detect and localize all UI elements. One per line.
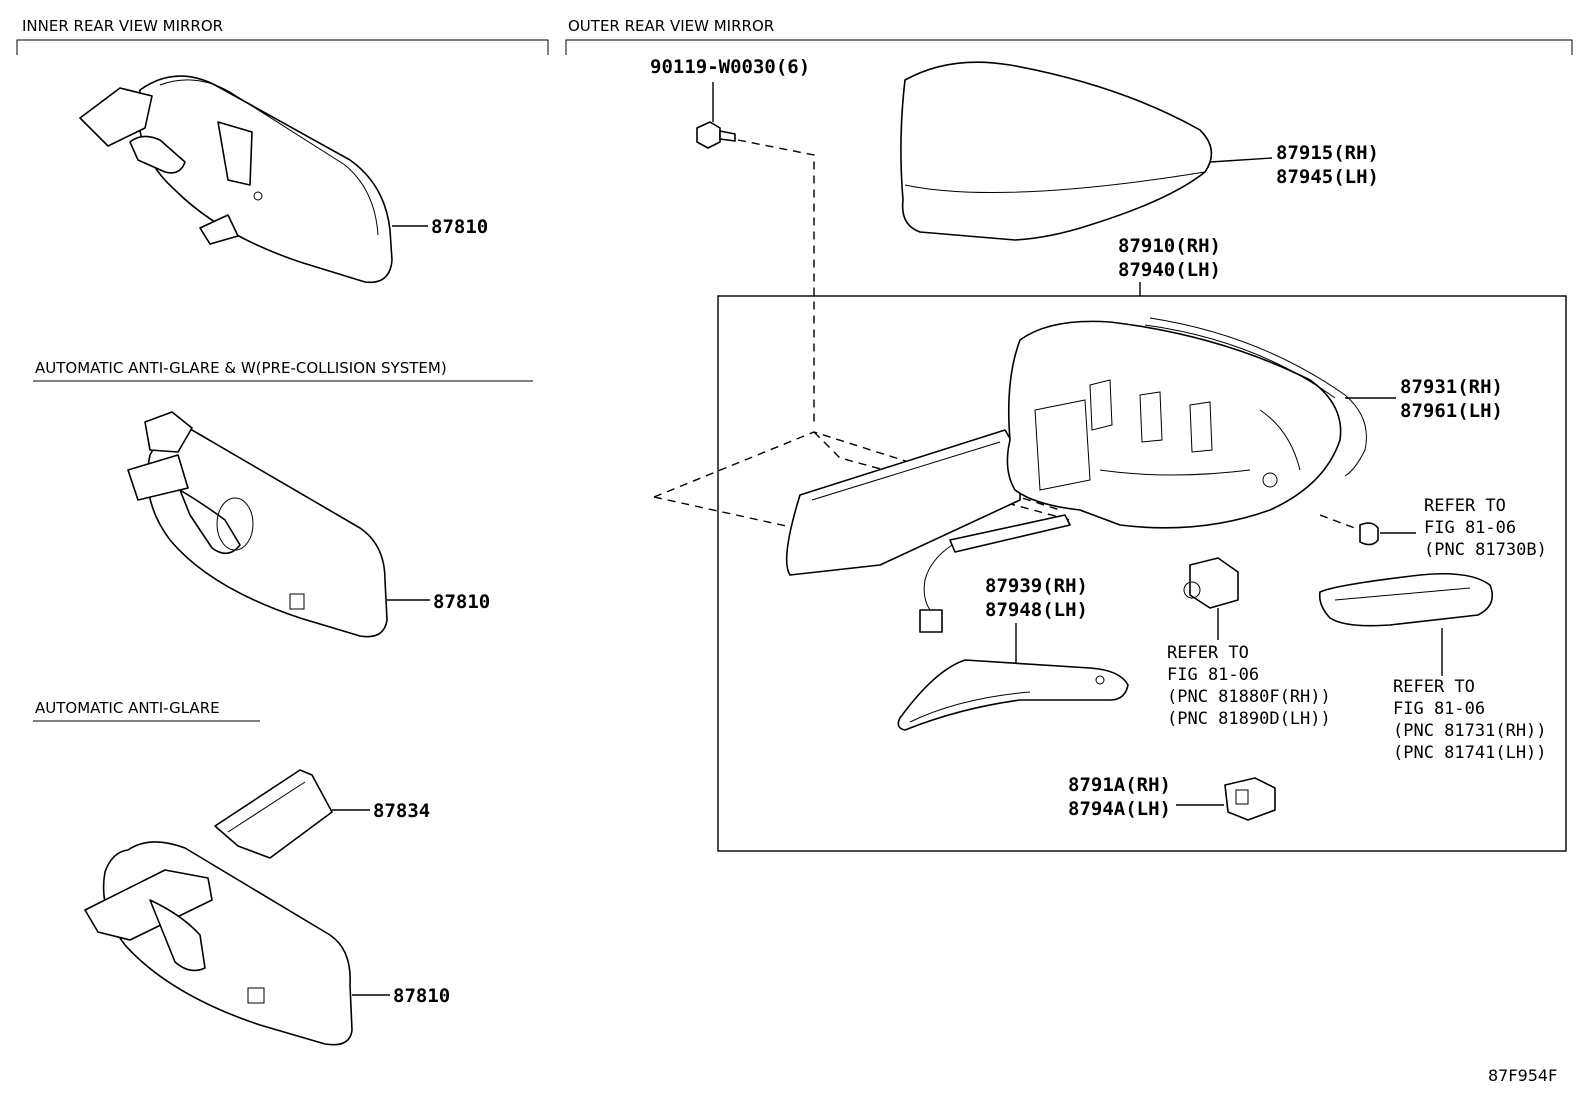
figure-code: 87F954F <box>1488 1066 1557 1085</box>
inner-bracket <box>16 39 549 55</box>
mirror-cover: 87915(RH) 87945(LH) <box>900 61 1379 241</box>
part-number-sensor-lh: 8794A(LH) <box>1068 798 1171 820</box>
bulb-group: REFER TO FIG 81-06 (PNC 81730B) <box>1319 496 1547 560</box>
signal-ref-line-1: REFER TO <box>1393 677 1475 697</box>
part-number-cover-rh: 87915(RH) <box>1276 142 1379 164</box>
camera-group: REFER TO FIG 81-06 (PNC 81880F(RH)) (PNC… <box>1167 557 1331 729</box>
inner-mirror-1: 87810 <box>79 75 488 284</box>
part-number-87810-a: 87810 <box>431 216 488 238</box>
part-number-assy-rh: 87910(RH) <box>1118 235 1221 257</box>
camera-ref-line-2: FIG 81-06 <box>1167 665 1259 685</box>
outer-mirror-body: 87931(RH) 87961(LH) <box>785 317 1503 576</box>
part-number-87834: 87834 <box>373 800 430 822</box>
part-number-cover-lh: 87945(LH) <box>1276 166 1379 188</box>
signal-ref-line-3: (PNC 81731(RH)) <box>1393 721 1547 741</box>
inner-mirror-heading: INNER REAR VIEW MIRROR <box>22 17 223 35</box>
side-lamp-group: 87939(RH) 87948(LH) <box>897 575 1129 731</box>
part-number-87810-b: 87810 <box>433 591 490 613</box>
outer-mirror-heading: OUTER REAR VIEW MIRROR <box>568 17 774 35</box>
bolt-group: 90119-W0030(6) <box>650 56 815 425</box>
bulb-ref-line-2: FIG 81-06 <box>1424 518 1516 538</box>
bulb-ref-line-3: (PNC 81730B) <box>1424 540 1547 560</box>
antiglare-heading: AUTOMATIC ANTI-GLARE <box>35 699 220 717</box>
wire-harness <box>919 514 1071 633</box>
bulb-ref-line-1: REFER TO <box>1424 496 1506 516</box>
precollision-heading: AUTOMATIC ANTI-GLARE & W(PRE-COLLISION S… <box>35 359 447 377</box>
camera-ref-line-3: (PNC 81880F(RH)) <box>1167 687 1331 707</box>
camera-ref-line-1: REFER TO <box>1167 643 1249 663</box>
inner-mirror-3: 87834 87810 <box>84 769 450 1046</box>
turn-signal-group: REFER TO FIG 81-06 (PNC 81731(RH)) (PNC … <box>1318 572 1547 763</box>
outer-bracket <box>565 39 1573 55</box>
assembly-box <box>717 295 1567 852</box>
part-number-87810-c: 87810 <box>393 985 450 1007</box>
signal-ref-line-4: (PNC 81741(LH)) <box>1393 743 1547 763</box>
part-number-assy-lh: 87940(LH) <box>1118 259 1221 281</box>
inner-mirror-2: 87810 <box>127 411 490 638</box>
part-number-glass-rh: 87931(RH) <box>1400 376 1503 398</box>
locator-dashes-b <box>653 496 851 541</box>
part-number-glass-lh: 87961(LH) <box>1400 400 1503 422</box>
part-number-lamp-rh: 87939(RH) <box>985 575 1088 597</box>
signal-ref-line-2: FIG 81-06 <box>1393 699 1485 719</box>
sensor-group: 8791A(RH) 8794A(LH) <box>1068 774 1276 821</box>
camera-ref-line-4: (PNC 81890D(LH)) <box>1167 709 1331 729</box>
part-number-sensor-rh: 8791A(RH) <box>1068 774 1171 796</box>
part-number-lamp-lh: 87948(LH) <box>985 599 1088 621</box>
part-number-bolt: 90119-W0030(6) <box>650 56 810 78</box>
